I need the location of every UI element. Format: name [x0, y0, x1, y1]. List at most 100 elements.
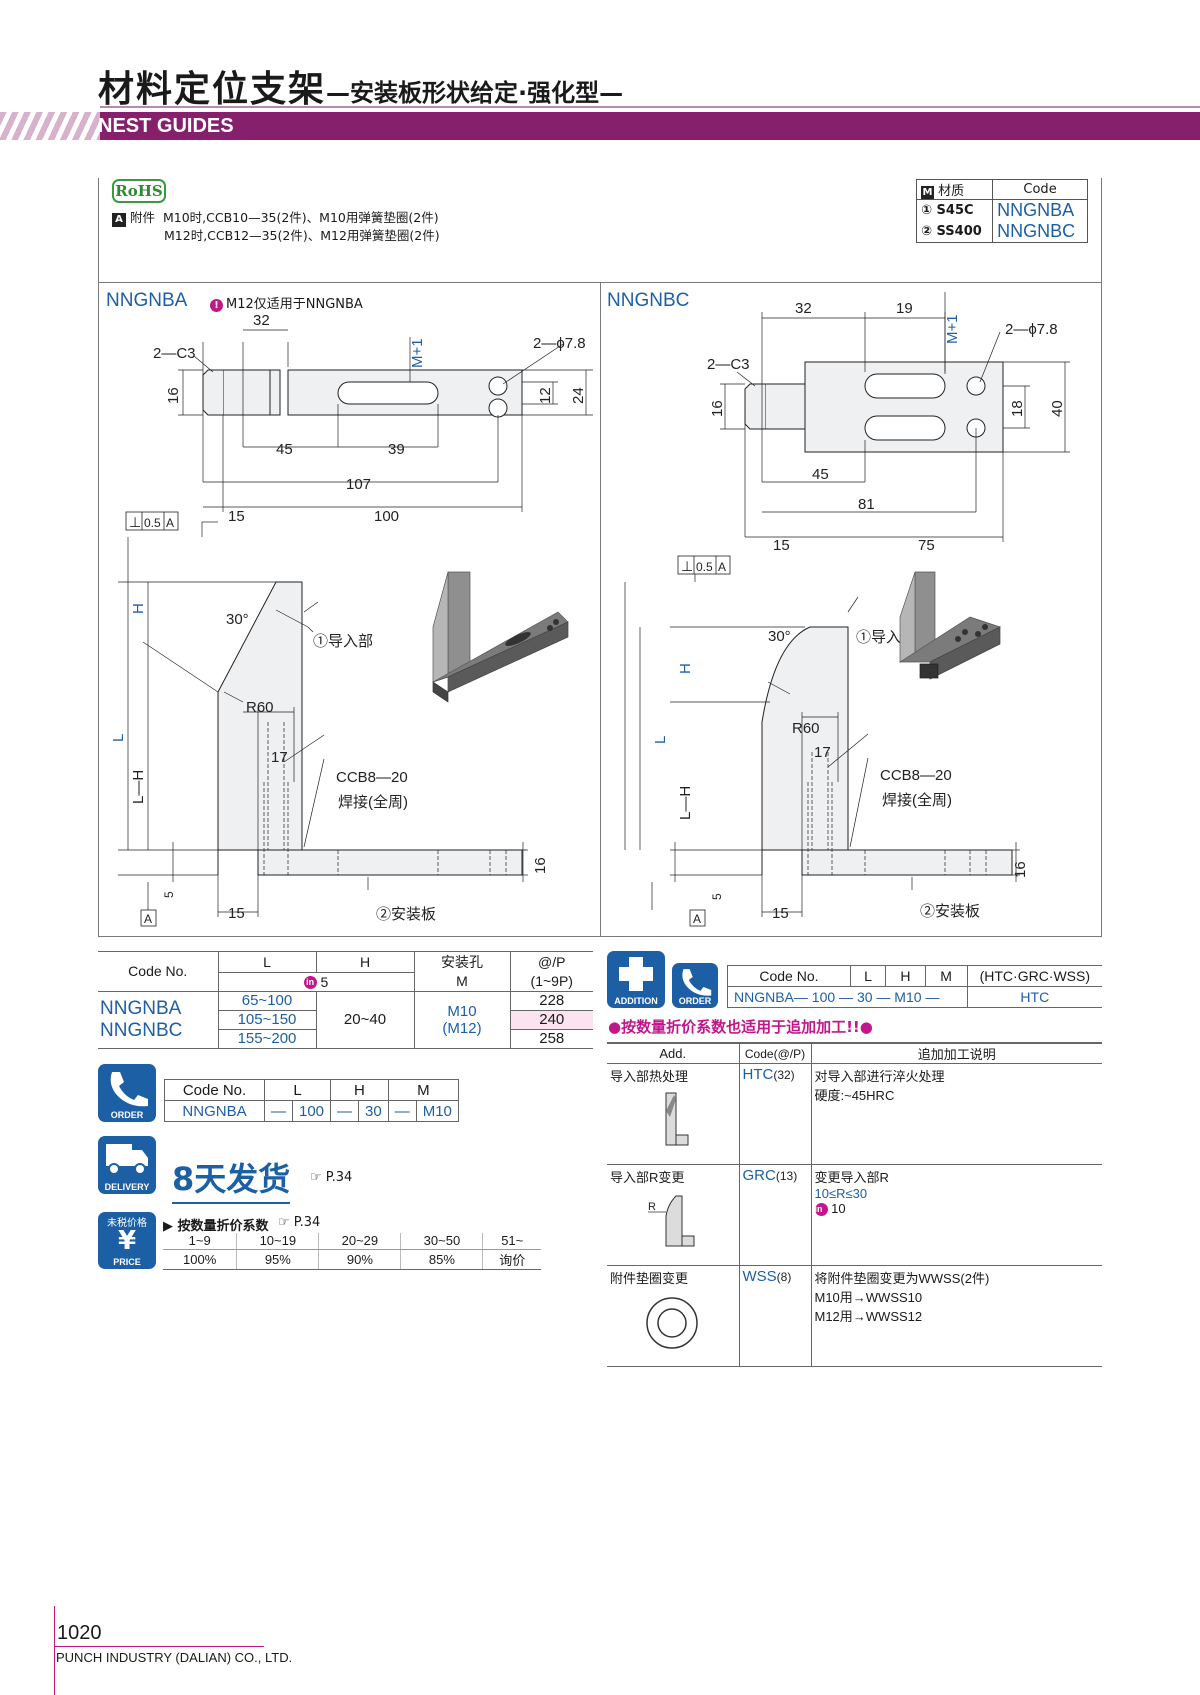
in-icon: in: [814, 1203, 828, 1217]
add-h-code: Code(@/P): [738, 1042, 811, 1064]
yen-icon: ¥: [117, 1226, 137, 1256]
dim-45: 45: [276, 441, 293, 458]
band-stripes: [0, 112, 100, 140]
delivery-text: 8天发货: [172, 1154, 291, 1204]
delivery-icon-box: DELIVERY: [98, 1136, 156, 1194]
top-view-slot-2: [864, 415, 946, 441]
add-order-v-sep: —: [839, 989, 854, 1005]
qty-3: 20~29: [318, 1233, 402, 1250]
add-desc-wss: 将附件垫圈变更为WWSS(2件) M10用→WWSS10 M12用→WWSS12: [810, 1265, 1102, 1367]
htc-sketch-icon: [665, 1092, 689, 1146]
add-price-htc: (32): [773, 1068, 795, 1082]
phone-icon: [110, 1072, 148, 1107]
dim-81: 81: [858, 496, 875, 513]
add-order-h-L: L: [849, 965, 887, 987]
dim-LH: L—H: [130, 770, 147, 804]
spec-m-12: (M12): [442, 1019, 482, 1037]
variant-title-c: NNGNBC: [607, 290, 690, 311]
title-subtitle: —安装板形状给定·强化型—: [326, 79, 624, 107]
leader-ccb: [283, 734, 325, 763]
spec-code-c: NNGNBC: [100, 1019, 183, 1041]
dim-15-top: 15: [228, 508, 245, 525]
dim-17: 17: [814, 744, 831, 761]
add-order-v-H: 30: [856, 989, 873, 1005]
add-name-grc: 导入部R变更: [610, 1170, 685, 1185]
in-icon: in: [303, 976, 317, 990]
delivery-ref: ☞ P.34: [310, 1170, 353, 1185]
spec-h-L: L: [217, 951, 317, 972]
material-header-text: 材质: [938, 184, 965, 199]
weld-label: 焊接(全周): [338, 793, 408, 811]
rate-3: 90%: [318, 1249, 402, 1270]
spec-m-10: M10: [447, 1002, 477, 1020]
angle-arc: [275, 609, 309, 628]
qty-5: 51~: [482, 1233, 541, 1250]
top-view-slot: [337, 381, 439, 405]
tol-frame: [125, 511, 179, 531]
dim-32: 32: [795, 300, 812, 317]
angle-arc: [307, 626, 314, 633]
dim-LH: L—H: [677, 786, 694, 820]
addition-icon-box: ADDITION: [607, 951, 665, 1008]
add-desc-htc-1: 对导入部进行淬火处理: [814, 1069, 945, 1084]
drawing-nngnbc: 32 19 2—C3 2—ϕ7.8 45 81 15 75 16 18 40 M…: [624, 292, 1070, 927]
dim-12: 12: [537, 387, 554, 404]
dim-chamfer: 2—C3: [153, 345, 196, 362]
add-order-h-M: M: [924, 965, 968, 987]
tol-datum: A: [166, 516, 174, 530]
add-order-h-H: H: [885, 965, 926, 987]
accessory-badge: A: [112, 213, 126, 227]
order-v-code: NNGNBA: [164, 1100, 265, 1122]
drawing-nngnba: 32 2—C3 2—ϕ7.8 45 39 107 15 100 16 12 24…: [110, 312, 593, 927]
order-v-sep: —: [387, 1100, 417, 1122]
footer-rule: [54, 1646, 264, 1647]
qty-4: 30~50: [400, 1233, 484, 1250]
top-view-hole-2: [488, 398, 508, 418]
spec-M: M10(M12): [413, 990, 511, 1049]
dim-15-front: 15: [228, 905, 245, 922]
add-desc-grc-3: 10: [831, 1201, 846, 1216]
add-order-h-opt: (HTC·GRC·WSS): [966, 965, 1102, 987]
order-h-L: L: [263, 1079, 332, 1101]
ext-line: [142, 641, 219, 693]
plus-icon: [619, 957, 653, 991]
dim-chamfer: 2—C3: [707, 356, 750, 373]
add-code-wss-text: WSS: [742, 1268, 777, 1285]
dim-hole: 2—ϕ7.8: [533, 335, 586, 352]
leader-c3: [736, 371, 756, 387]
frame-divider: [600, 282, 601, 937]
order-example-table: Code No. L H M NNGNBA — 100 — 30 — M10: [164, 1079, 459, 1122]
top-view-weld: [269, 369, 281, 416]
price-icon-top: 未税价格: [107, 1218, 147, 1229]
top-view-shaft: [222, 369, 271, 416]
dim-17: 17: [271, 749, 288, 766]
spec-price-1: 228: [509, 990, 593, 1011]
dim-H: H: [130, 603, 147, 614]
tol-value: 0.5: [696, 560, 713, 574]
spec-L-3: 155~200: [217, 1028, 317, 1049]
leader-hole: [502, 343, 564, 385]
addition-order-table: Code No. L H M (HTC·GRC·WSS) NNGNBA— 100…: [727, 965, 1102, 1008]
page-number: 1020: [57, 1622, 102, 1644]
accessory-label: 附件: [130, 210, 156, 225]
spec-L-1: 65~100: [217, 990, 317, 1011]
add-desc-grc: 变更导入部R 10≤R≤30 in 10: [810, 1164, 1102, 1266]
delivery-icon-label: DELIVERY: [104, 1182, 150, 1192]
add-order-h-code: Code No.: [727, 965, 851, 987]
order-v-L: 100: [291, 1100, 332, 1122]
add-desc-htc: 对导入部进行淬火处理 硬度:~45HRC: [810, 1063, 1102, 1165]
spec-h-in: in 5: [217, 971, 415, 992]
spec-code-a: NNGNBA: [100, 997, 182, 1019]
add-order-v-opt: HTC: [966, 986, 1102, 1008]
company-name: PUNCH INDUSTRY (DALIAN) CO., LTD.: [56, 1650, 293, 1665]
add-order-values: NNGNBA— 100 — 30 — M10 —: [727, 986, 968, 1008]
datum-box: [140, 909, 157, 927]
m12-note: !M12仅适用于NNGNBA: [210, 293, 363, 312]
rate-5: 询价: [482, 1249, 541, 1270]
addition-order-icon-box: ORDER: [672, 963, 718, 1008]
header-rule: [100, 106, 1200, 108]
material-header: M 材质: [915, 179, 994, 200]
dim-L: L: [652, 736, 669, 744]
footer-rule-vertical: [54, 1606, 55, 1695]
